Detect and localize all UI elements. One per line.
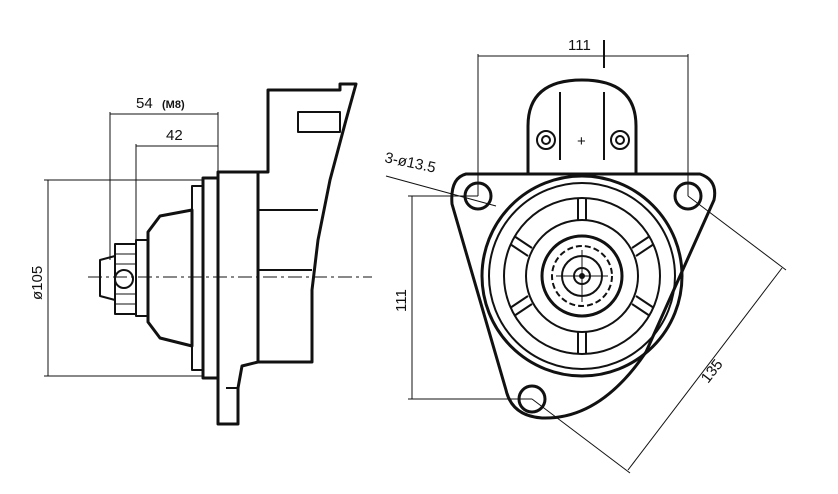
dim-135-label: 135	[698, 356, 727, 386]
dim-dia105-label: ø105	[29, 266, 46, 300]
terminal-plus-mark: +	[577, 133, 586, 150]
solenoid-tab	[297, 111, 341, 133]
pinion-gear-front	[540, 234, 624, 318]
flange-plate-outer	[201, 176, 220, 380]
mounting-flange	[216, 170, 260, 426]
housing-spokes	[509, 198, 655, 354]
dim-42-label: 42	[166, 127, 183, 144]
outer-ring	[480, 174, 684, 378]
dim-111-top-label: 111	[568, 37, 591, 54]
flange-plate-inner	[191, 185, 204, 371]
dim-54-label: 54	[136, 95, 153, 112]
terminal-block	[526, 78, 638, 174]
shaft-nut	[99, 255, 116, 301]
solenoid-housing	[256, 82, 358, 364]
drive-cone	[146, 208, 194, 348]
front-view: + 111	[383, 37, 787, 474]
dim-54-note: (M8)	[162, 99, 185, 111]
terminal-left	[536, 130, 556, 150]
dim-holes-label: 3-ø13.5	[383, 149, 437, 176]
side-view: 54 (M8) 42 ø105	[29, 82, 372, 426]
terminal-right	[610, 130, 630, 150]
dim-111-left-label: 111	[393, 289, 410, 312]
